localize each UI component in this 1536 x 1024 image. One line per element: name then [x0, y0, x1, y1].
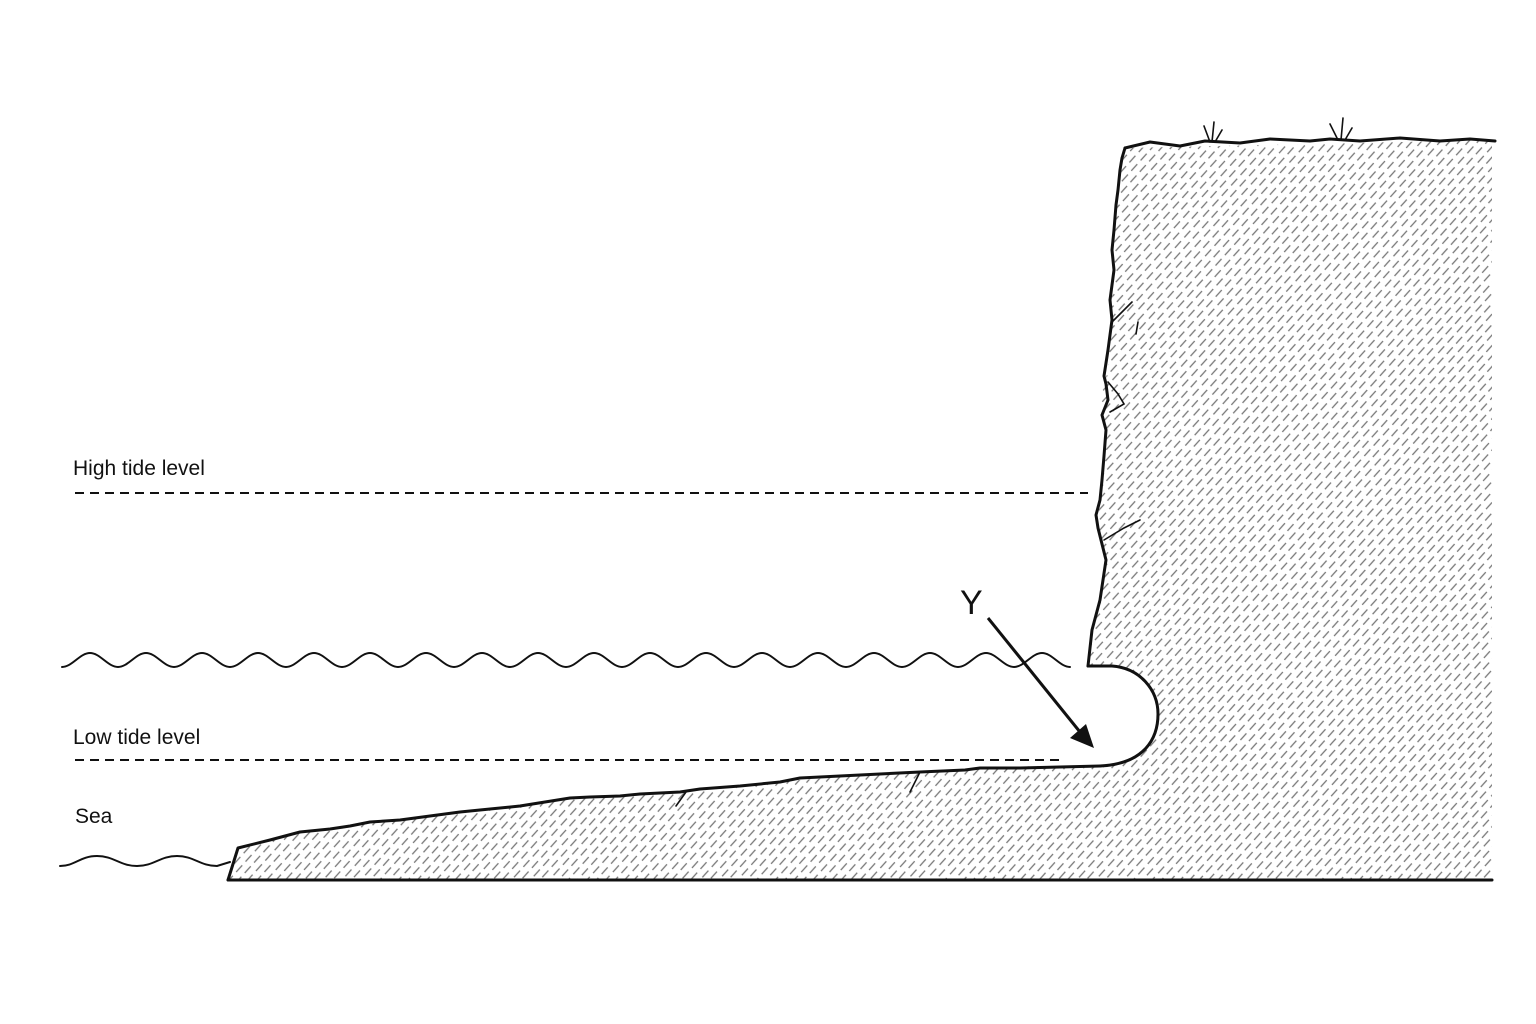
low-tide-label: Low tide level — [73, 726, 200, 749]
cliff-face — [1086, 146, 1127, 668]
platform-cracks — [675, 771, 921, 807]
y-arrow-head — [1070, 724, 1094, 748]
cliff-cracks — [1103, 301, 1141, 541]
wave-cut-platform — [226, 764, 1102, 882]
high-tide-label: High tide level — [73, 457, 205, 480]
grass-tufts — [1203, 117, 1353, 143]
y-label: Y — [960, 584, 983, 622]
y-arrow-shaft — [986, 617, 1082, 733]
sea-label: Sea — [75, 805, 113, 828]
wave-cut-notch — [1086, 664, 1160, 768]
cliff-top — [1123, 136, 1497, 150]
sea-wave-small — [59, 854, 231, 868]
sea-surface-wave — [61, 651, 1071, 669]
rock-fill — [228, 140, 1492, 880]
